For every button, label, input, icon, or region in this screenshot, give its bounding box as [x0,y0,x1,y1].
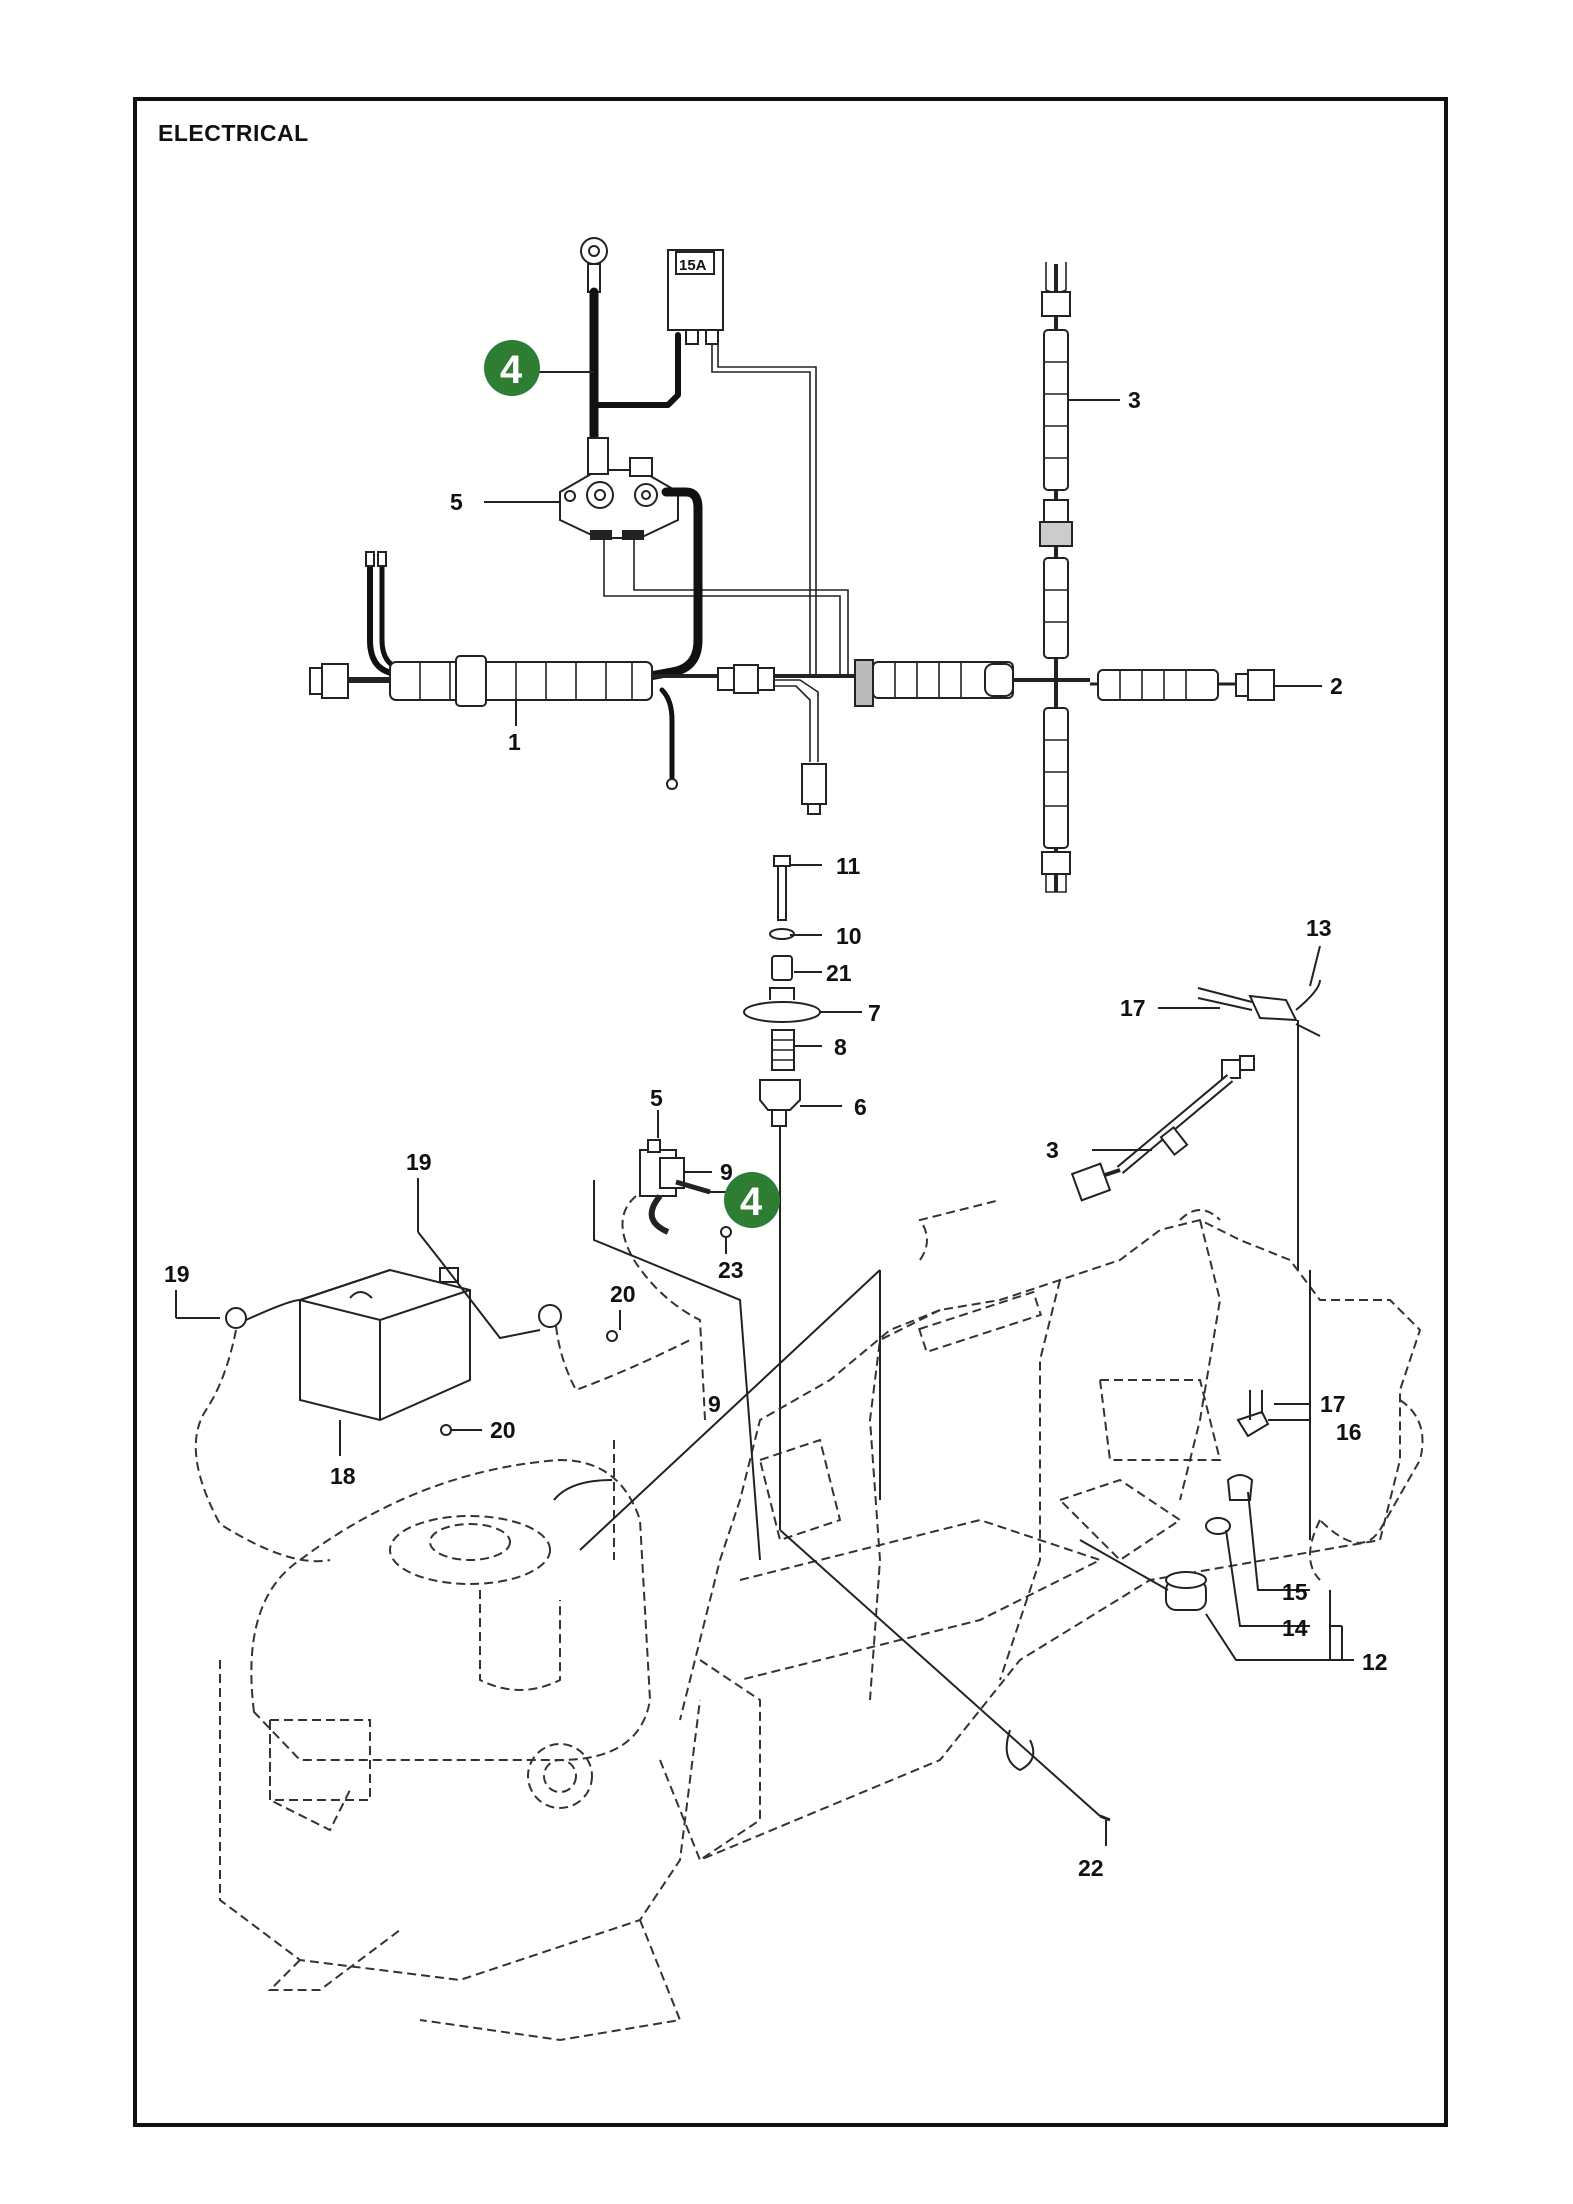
chassis-frame [659,1199,1424,1862]
highlight-badge-lower: 4 [724,1172,780,1228]
cable-tie [779,1529,1111,1846]
badge-label: 4 [500,348,523,392]
callout-14: 14 [1282,1615,1308,1641]
callout-19-top: 19 [406,1149,432,1175]
battery-cables [175,1178,691,1563]
fuse-label: 15A [679,257,707,274]
callout-17-bottom: 17 [1320,1391,1346,1417]
callout-23: 23 [718,1257,744,1283]
badge-circle [724,1172,780,1228]
seat-switch [1158,945,1321,1270]
callout-9-relay: 9 [720,1159,733,1185]
engine-outline [219,1440,701,2042]
badge-label: 4 [740,1180,763,1224]
callout-right-connector: 2 [1330,673,1343,699]
battery [299,1267,471,1456]
seat-harness [1070,1055,1255,1202]
callout-6: 6 [854,1094,867,1120]
callout-10: 10 [836,923,862,949]
callout-19-left: 19 [164,1261,190,1287]
callout-20-bottom: 20 [490,1417,516,1443]
fuse-holder: 15A [667,249,817,675]
callout-3-lower: 3 [1046,1137,1059,1163]
callout-5-lower: 5 [650,1085,663,1111]
ring-terminal [580,237,608,293]
callout-7: 7 [868,1000,881,1026]
callout-13: 13 [1306,915,1332,941]
callout-15: 15 [1282,1579,1308,1605]
main-harness [309,551,1275,815]
hour-meter-parts [1079,1390,1354,1661]
callout-20-top: 20 [610,1281,636,1307]
callout-17-top: 17 [1120,995,1146,1021]
callout-22: 22 [1078,1855,1104,1881]
battery-cable-branch [591,332,681,408]
callout-11: 11 [836,853,861,879]
callout-9-frame: 9 [708,1391,721,1417]
callout-21: 21 [826,960,852,986]
callout-vertical-harness: 3 [1128,387,1141,413]
page-title: ELECTRICAL [158,120,309,146]
upper-harness-assembly: 15A [309,237,1322,893]
callout-relay: 5 [450,489,463,515]
callout-18: 18 [330,1463,356,1489]
lower-assembly: 4 [175,855,1424,2042]
badge-circle [484,340,540,396]
callout-16: 16 [1336,1419,1362,1445]
switch-stack [743,855,862,1530]
highlight-badge-upper: 4 [484,340,540,396]
relay-lower [621,1110,732,1421]
starter-relay [559,437,849,675]
vertical-harness [1039,262,1073,893]
callout-main-harness: 1 [508,729,521,755]
drawing-frame [133,97,1448,2127]
callout-12: 12 [1362,1649,1388,1675]
callout-8: 8 [834,1034,847,1060]
starter-cable [645,487,703,681]
